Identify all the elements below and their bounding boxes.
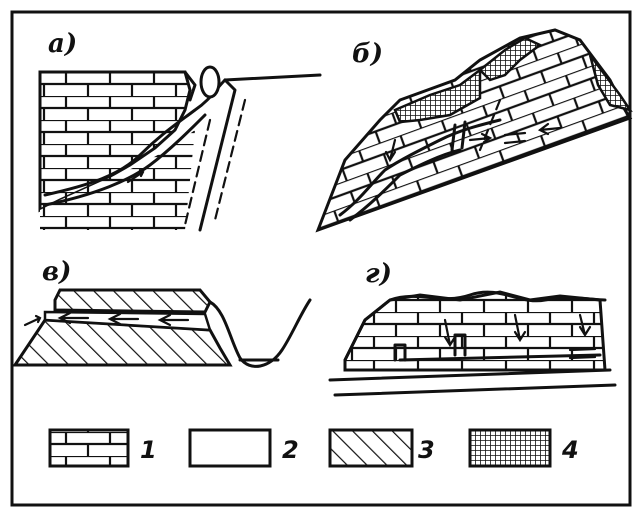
legend-label-4: 4 bbox=[561, 436, 579, 464]
panel-v-hatched-cap bbox=[55, 290, 210, 312]
panel-b-label: б) bbox=[352, 39, 383, 69]
legend-swatch-3 bbox=[330, 430, 412, 466]
legend-label-2: 2 bbox=[282, 436, 299, 464]
panel-a: а) bbox=[40, 29, 320, 230]
legend-swatch-2 bbox=[190, 430, 270, 466]
panel-a-cave-opening bbox=[201, 67, 219, 97]
legend-item-4: 4 bbox=[470, 430, 579, 466]
legend-item-3: 3 bbox=[330, 430, 435, 466]
panel-g-label: г) bbox=[365, 259, 392, 289]
panel-a-label: а) bbox=[48, 29, 77, 59]
legend-label-1: 1 bbox=[140, 436, 157, 464]
legend-swatch-1 bbox=[50, 430, 128, 466]
legend-item-1: 1 bbox=[50, 430, 157, 466]
panel-b: б) bbox=[318, 30, 630, 230]
panel-v: в) bbox=[15, 257, 310, 366]
legend: 1 2 3 4 bbox=[50, 430, 579, 466]
panel-v-label: в) bbox=[42, 257, 71, 287]
legend-swatch-4 bbox=[470, 430, 550, 466]
legend-label-3: 3 bbox=[418, 436, 435, 464]
panel-g: г) bbox=[330, 259, 615, 395]
legend-item-2: 2 bbox=[190, 430, 299, 466]
